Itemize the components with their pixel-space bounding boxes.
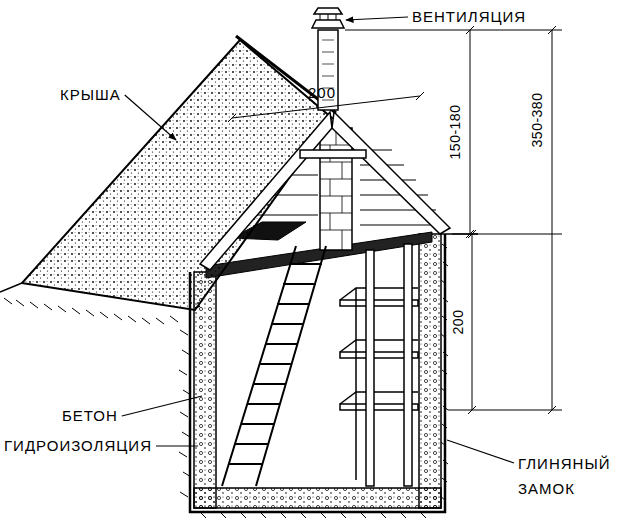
shelves: [340, 244, 418, 486]
ladder: [222, 246, 326, 486]
dimension-label: 200: [450, 308, 467, 337]
leader-line: [156, 445, 198, 446]
leader-line: [125, 95, 176, 140]
vent-shaft: [320, 128, 352, 250]
callout-label: ГЛИНЯНЫЙ ЗАМОК: [518, 452, 626, 502]
leader-line: [447, 440, 514, 463]
callout-label: КРЫША: [60, 86, 121, 104]
dimension-lines: [228, 26, 562, 414]
concrete-walls: [190, 234, 445, 512]
dimension-label: 150-180: [447, 103, 464, 162]
leader-line: [346, 17, 408, 20]
callout-label: БЕТОН: [62, 407, 118, 425]
leader-line: [122, 396, 202, 416]
dimension-label: 200: [308, 84, 336, 102]
roof: [22, 40, 332, 310]
callout-label: ГИДРОИЗОЛЯЦИЯ: [4, 437, 152, 455]
dimension-label: 350-380: [529, 91, 546, 150]
callout-label: ВЕНТИЛЯЦИЯ: [412, 8, 526, 26]
